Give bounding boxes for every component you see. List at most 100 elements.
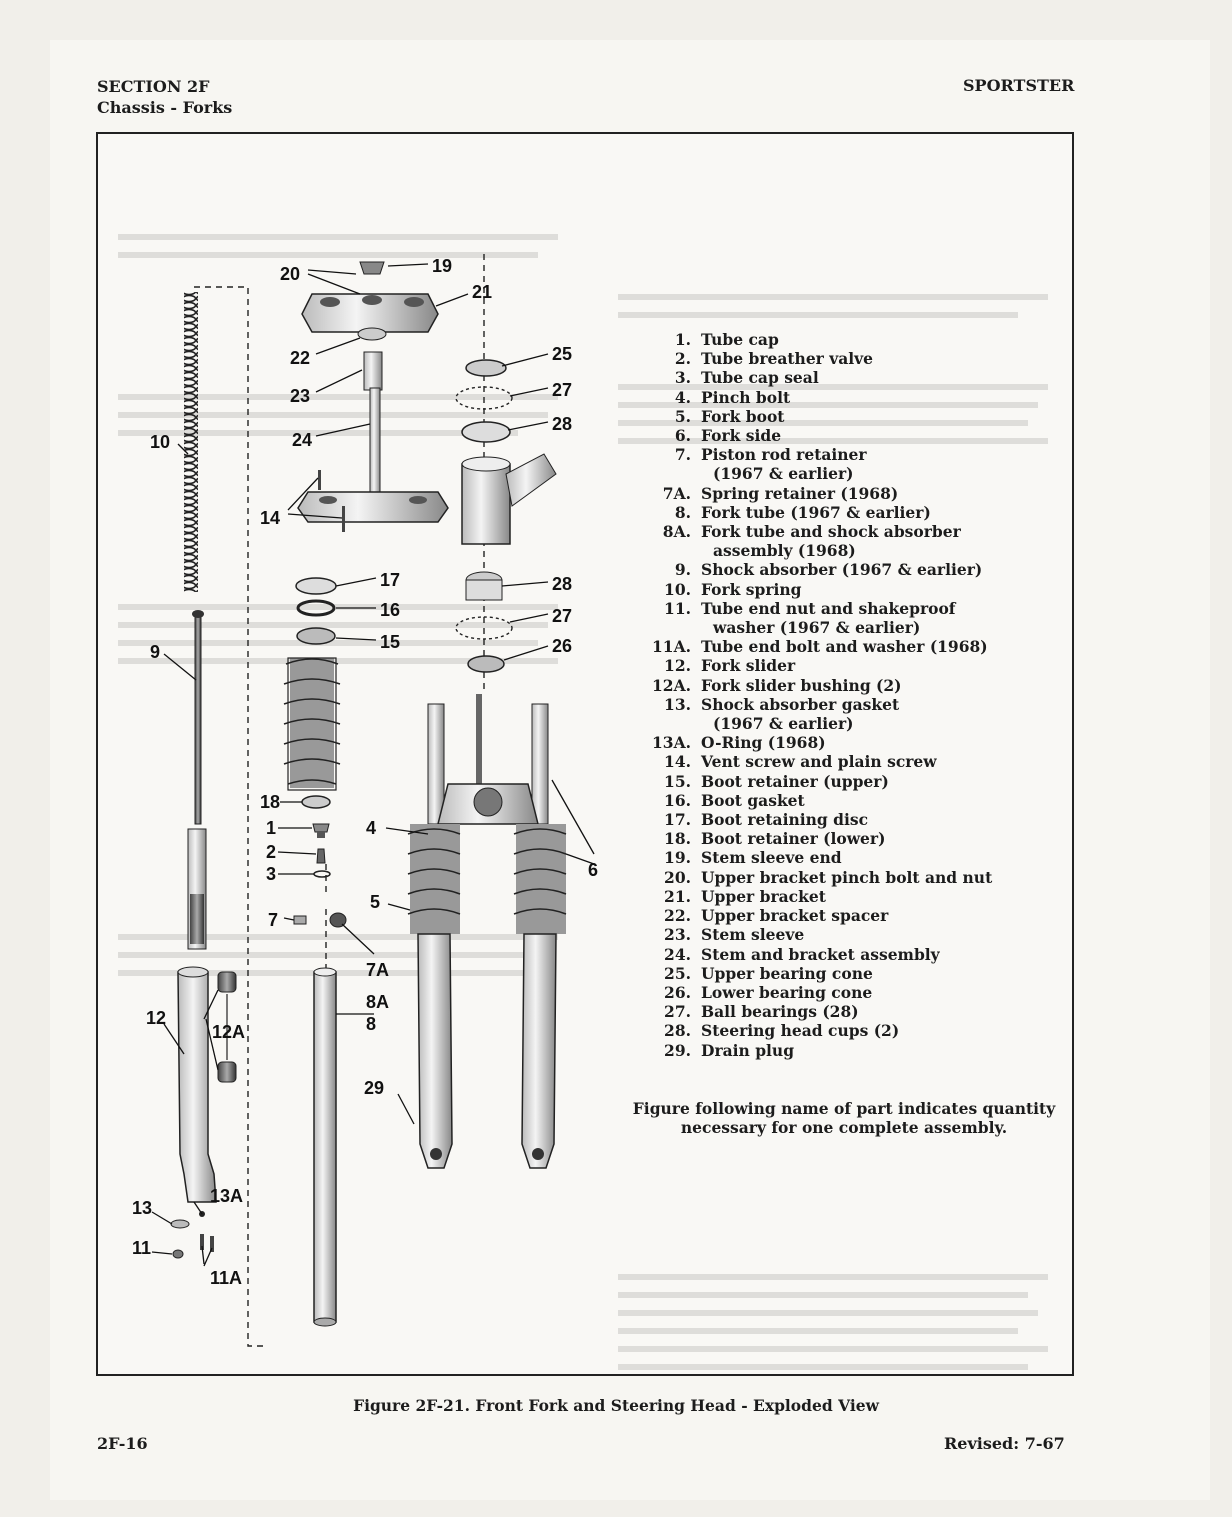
callout-19: 19 xyxy=(432,256,452,276)
fork-assembly xyxy=(407,694,567,1169)
part-name-block: Vent screw and plain screw xyxy=(701,752,1051,771)
parts-list-item: 13A. O-Ring (1968) xyxy=(651,733,1051,752)
part-name-block: Stem sleeve end xyxy=(701,848,1051,867)
parts-list-item: 16.Boot gasket xyxy=(651,791,1051,810)
part-name-block: Fork spring xyxy=(701,580,1051,599)
quantity-note: Figure following name of part indicates … xyxy=(632,1099,1056,1137)
part-number: 23. xyxy=(664,925,691,945)
slider-bushing-lower xyxy=(217,1061,237,1083)
part-number: 8A. xyxy=(662,522,691,542)
part-name: Boot retaining disc xyxy=(701,810,869,830)
part-number: 13. xyxy=(664,694,691,714)
callout-20: 20 xyxy=(280,264,300,284)
stem-bracket-assembly xyxy=(297,387,449,523)
part-number: 7. xyxy=(674,445,691,465)
parts-list-item: 29.Drain plug xyxy=(651,1041,1051,1060)
part-name-continued: (1967 & earlier) xyxy=(713,714,854,734)
parts-list-item: 1. Tube cap xyxy=(651,330,1051,349)
callout-13: 13 xyxy=(132,1198,152,1218)
part-name: Ball bearings (28) xyxy=(701,1002,859,1022)
part-name: Fork tube (1967 & earlier) xyxy=(701,502,931,522)
part-name: Fork spring xyxy=(701,579,802,599)
parts-list-item: 17.Boot retaining disc xyxy=(651,810,1051,829)
part-name: Steering head cups (2) xyxy=(701,1021,900,1041)
part-name-block: Fork slider bushing (2) xyxy=(701,676,1051,695)
part-name-block: Boot retainer (lower) xyxy=(701,829,1051,848)
parts-list-item: 13. Shock absorber gasket(1967 & earlier) xyxy=(651,695,1051,733)
parts-list-item: 7A.Spring retainer (1968) xyxy=(651,484,1051,503)
parts-list-item: 25.Upper bearing cone xyxy=(651,964,1051,983)
part-name: Vent screw and plain screw xyxy=(701,752,937,772)
figure-caption: Figure 2F-21. Front Fork and Steering He… xyxy=(353,1396,879,1415)
part-name: Tube cap xyxy=(701,330,779,349)
part-name-block: Fork side xyxy=(701,426,1051,445)
callout-7a: 7A xyxy=(366,960,389,980)
callout-2: 2 xyxy=(266,842,276,862)
callout-27: 27 xyxy=(552,380,572,400)
steering-head-parts xyxy=(455,359,557,673)
callout-3: 3 xyxy=(266,864,276,884)
upper-bracket-spacer xyxy=(357,327,387,341)
parts-list-item: 27.Ball bearings (28) xyxy=(651,1002,1051,1021)
part-name-block: Boot retaining disc xyxy=(701,810,1051,829)
page-number: 2F-16 xyxy=(97,1434,148,1453)
tube-cap-group xyxy=(293,823,347,928)
parts-list-item: 19. Stem sleeve end xyxy=(651,848,1051,867)
parts-list-item: 28. Steering head cups (2) xyxy=(651,1021,1051,1040)
parts-list-item: 4.Pinch bolt xyxy=(651,388,1051,407)
part-number: 13A. xyxy=(652,733,691,753)
parts-list-item: 12A. Fork slider bushing (2) xyxy=(651,676,1051,695)
upper-bracket xyxy=(301,261,439,333)
part-name-block: Upper bracket xyxy=(701,887,1051,906)
part-name-block: Drain plug xyxy=(701,1041,1051,1060)
part-name: O-Ring (1968) xyxy=(701,733,826,753)
parts-list-item: 8.Fork tube (1967 & earlier) xyxy=(651,503,1051,522)
part-name: Fork boot xyxy=(701,406,785,426)
callout-7: 7 xyxy=(268,910,278,930)
part-name: Stem sleeve xyxy=(701,925,805,945)
callout-11: 11 xyxy=(132,1238,151,1258)
part-name-block: Steering head cups (2) xyxy=(701,1021,1051,1040)
part-number: 3. xyxy=(674,368,691,388)
boot-retainer-stack xyxy=(295,577,337,809)
slider-bushing-upper xyxy=(217,971,237,993)
fork-spring xyxy=(184,292,198,592)
part-name: Boot gasket xyxy=(701,790,805,810)
part-name: Fork tube and shock absorber xyxy=(701,522,961,542)
part-name: Boot retainer (lower) xyxy=(701,829,886,849)
part-name: Boot retainer (upper) xyxy=(701,771,889,791)
parts-list-item: 22.Upper bracket spacer xyxy=(651,906,1051,925)
parts-list-item: 23. Stem sleeve xyxy=(651,925,1051,944)
callout-24: 24 xyxy=(292,430,312,450)
part-name-block: Upper bracket pinch bolt and nut xyxy=(701,868,1051,887)
callout-1: 1 xyxy=(266,818,276,838)
part-name-block: Shock absorber gasket(1967 & earlier) xyxy=(701,695,1051,733)
callout-5: 5 xyxy=(370,892,380,912)
part-name-block: Stem sleeve xyxy=(701,925,1051,944)
part-number: 10. xyxy=(664,579,691,599)
stem-sleeve xyxy=(363,351,383,391)
part-number: 12A. xyxy=(652,675,691,695)
callout-22: 22 xyxy=(290,348,310,368)
part-number: 11. xyxy=(664,598,691,618)
callout-23: 23 xyxy=(290,386,310,406)
part-name-block: Shock absorber (1967 & earlier) xyxy=(701,560,1051,579)
shock-absorber xyxy=(187,610,207,950)
part-name-block: Piston rod retainer(1967 & earlier) xyxy=(701,445,1051,483)
part-number: 19. xyxy=(664,848,691,868)
part-number: 28. xyxy=(664,1021,691,1041)
part-name-block: Tube breather valve xyxy=(701,349,1051,368)
part-number: 1. xyxy=(674,330,691,349)
part-name: Tube end bolt and washer (1968) xyxy=(701,637,988,657)
part-number: 11A. xyxy=(652,637,691,657)
callout-25: 25 xyxy=(552,344,572,364)
part-number: 18. xyxy=(664,829,691,849)
part-name-block: Tube end bolt and washer (1968) xyxy=(701,637,1051,656)
part-name: Lower bearing cone xyxy=(701,982,873,1002)
part-number: 4. xyxy=(674,387,691,407)
part-name: Fork slider xyxy=(701,656,796,676)
callout-6: 6 xyxy=(588,860,598,880)
